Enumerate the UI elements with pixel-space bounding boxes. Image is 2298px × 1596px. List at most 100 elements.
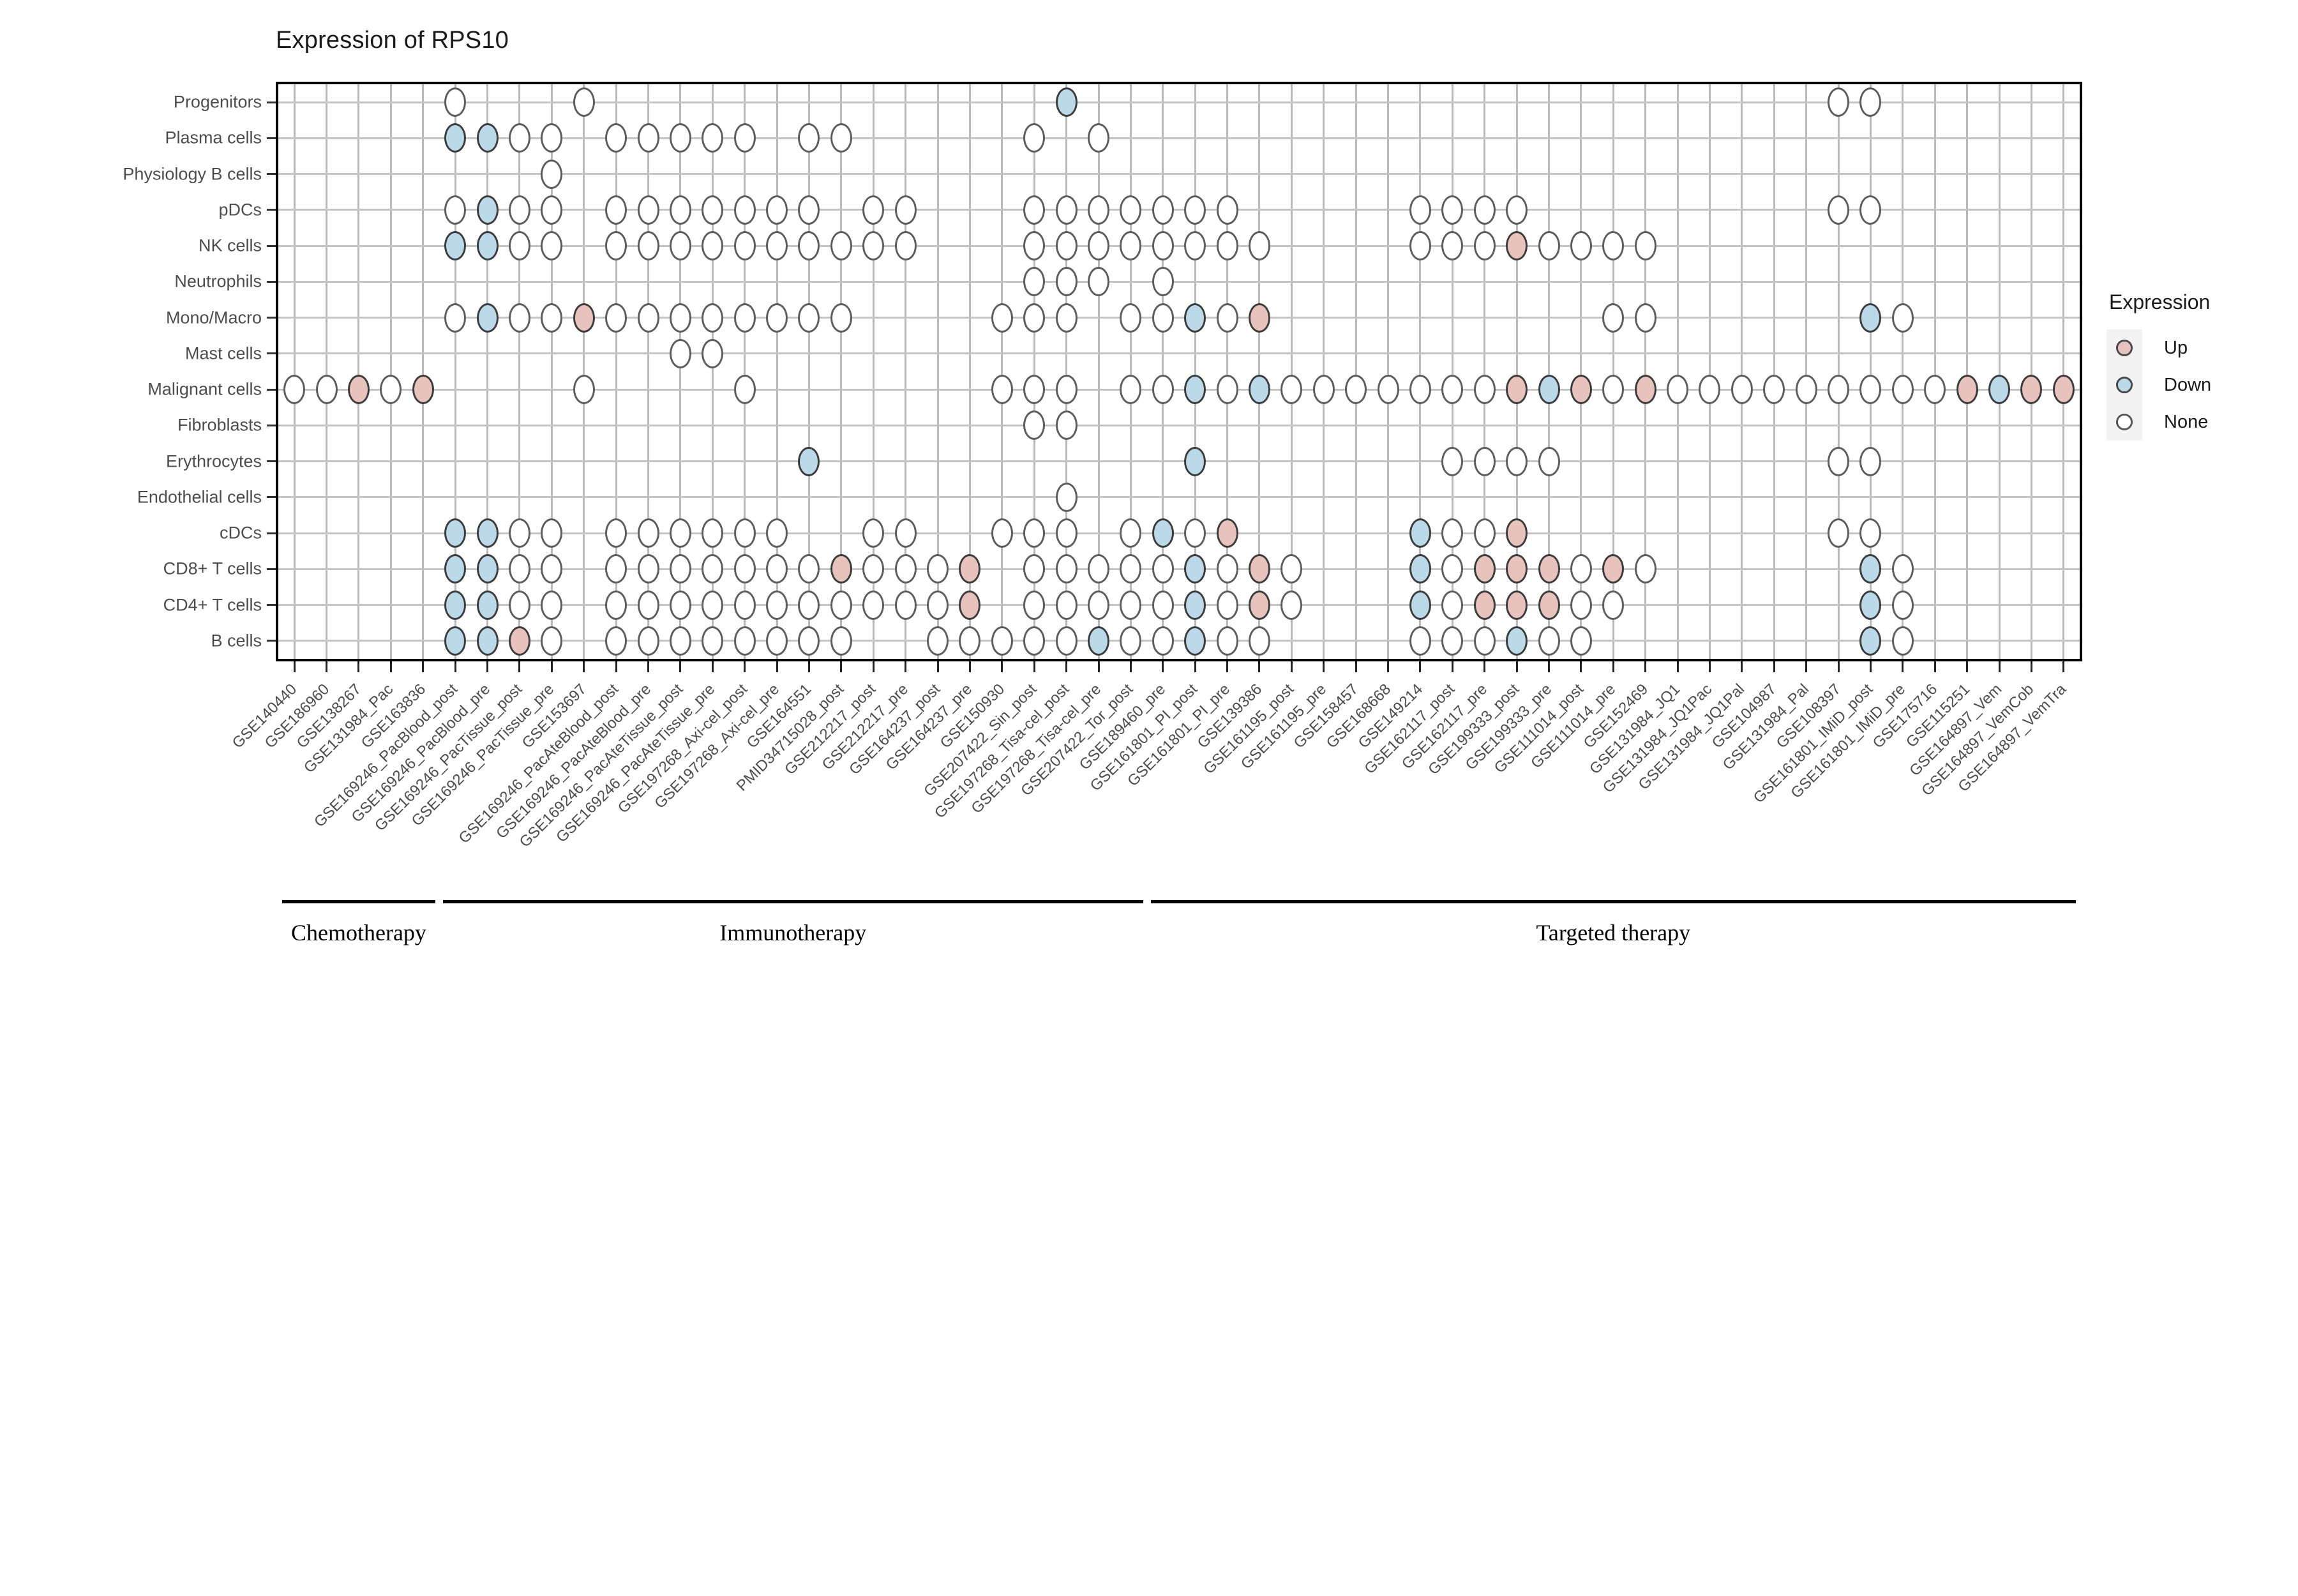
expression-dot[interactable] xyxy=(1956,375,1978,405)
expression-dot[interactable] xyxy=(1248,375,1270,405)
expression-dot[interactable] xyxy=(444,590,467,620)
expression-dot[interactable] xyxy=(702,554,724,584)
expression-dot[interactable] xyxy=(894,590,917,620)
expression-dot[interactable] xyxy=(637,590,659,620)
expression-dot[interactable] xyxy=(508,195,530,225)
expression-dot[interactable] xyxy=(766,303,788,333)
expression-dot[interactable] xyxy=(1120,195,1142,225)
expression-dot[interactable] xyxy=(1184,303,1206,333)
expression-dot[interactable] xyxy=(1055,375,1078,405)
expression-dot[interactable] xyxy=(541,159,563,189)
expression-dot[interactable] xyxy=(605,123,627,153)
expression-dot[interactable] xyxy=(1506,231,1528,261)
expression-dot[interactable] xyxy=(1763,375,1785,405)
expression-dot[interactable] xyxy=(894,554,917,584)
expression-dot[interactable] xyxy=(1152,375,1174,405)
expression-dot[interactable] xyxy=(573,303,595,333)
expression-dot[interactable] xyxy=(637,626,659,656)
expression-dot[interactable] xyxy=(1184,554,1206,584)
expression-dot[interactable] xyxy=(862,554,885,584)
expression-dot[interactable] xyxy=(1184,446,1206,476)
expression-dot[interactable] xyxy=(541,626,563,656)
expression-dot[interactable] xyxy=(605,195,627,225)
expression-dot[interactable] xyxy=(283,375,306,405)
expression-dot[interactable] xyxy=(444,231,467,261)
expression-dot[interactable] xyxy=(1988,375,2011,405)
expression-dot[interactable] xyxy=(1120,626,1142,656)
expression-dot[interactable] xyxy=(1859,590,1882,620)
expression-dot[interactable] xyxy=(1441,231,1464,261)
legend-entry[interactable]: None xyxy=(2106,403,2292,440)
expression-dot[interactable] xyxy=(380,375,402,405)
expression-dot[interactable] xyxy=(1152,303,1174,333)
expression-dot[interactable] xyxy=(444,303,467,333)
expression-dot[interactable] xyxy=(637,303,659,333)
expression-dot[interactable] xyxy=(669,123,691,153)
expression-dot[interactable] xyxy=(1248,231,1270,261)
expression-dot[interactable] xyxy=(733,375,756,405)
expression-dot[interactable] xyxy=(1280,554,1303,584)
expression-dot[interactable] xyxy=(702,338,724,368)
expression-dot[interactable] xyxy=(669,195,691,225)
expression-dot[interactable] xyxy=(1602,231,1625,261)
expression-dot[interactable] xyxy=(1184,626,1206,656)
expression-dot[interactable] xyxy=(1538,626,1560,656)
expression-dot[interactable] xyxy=(1120,375,1142,405)
expression-dot[interactable] xyxy=(702,518,724,548)
expression-dot[interactable] xyxy=(733,231,756,261)
expression-dot[interactable] xyxy=(1859,87,1882,117)
expression-dot[interactable] xyxy=(476,303,499,333)
expression-dot[interactable] xyxy=(733,626,756,656)
expression-dot[interactable] xyxy=(798,123,820,153)
expression-dot[interactable] xyxy=(1055,482,1078,512)
expression-dot[interactable] xyxy=(1891,303,1914,333)
expression-dot[interactable] xyxy=(508,123,530,153)
expression-dot[interactable] xyxy=(1248,303,1270,333)
expression-dot[interactable] xyxy=(1570,626,1592,656)
expression-dot[interactable] xyxy=(1602,303,1625,333)
expression-dot[interactable] xyxy=(1152,231,1174,261)
expression-dot[interactable] xyxy=(862,231,885,261)
expression-dot[interactable] xyxy=(1473,231,1496,261)
expression-dot[interactable] xyxy=(862,518,885,548)
expression-dot[interactable] xyxy=(1859,446,1882,476)
expression-dot[interactable] xyxy=(1120,590,1142,620)
expression-dot[interactable] xyxy=(1859,303,1882,333)
expression-dot[interactable] xyxy=(1441,626,1464,656)
expression-dot[interactable] xyxy=(1441,554,1464,584)
expression-dot[interactable] xyxy=(1023,267,1046,297)
expression-dot[interactable] xyxy=(637,231,659,261)
expression-dot[interactable] xyxy=(605,303,627,333)
expression-dot[interactable] xyxy=(1120,554,1142,584)
expression-dot[interactable] xyxy=(476,518,499,548)
expression-dot[interactable] xyxy=(702,231,724,261)
expression-dot[interactable] xyxy=(766,231,788,261)
expression-dot[interactable] xyxy=(1409,518,1431,548)
expression-dot[interactable] xyxy=(1184,375,1206,405)
expression-dot[interactable] xyxy=(733,123,756,153)
expression-dot[interactable] xyxy=(444,554,467,584)
expression-dot[interactable] xyxy=(1280,375,1303,405)
expression-dot[interactable] xyxy=(541,195,563,225)
expression-dot[interactable] xyxy=(766,590,788,620)
expression-dot[interactable] xyxy=(927,554,949,584)
expression-dot[interactable] xyxy=(669,303,691,333)
expression-dot[interactable] xyxy=(1120,518,1142,548)
expression-dot[interactable] xyxy=(444,518,467,548)
expression-dot[interactable] xyxy=(1055,87,1078,117)
expression-dot[interactable] xyxy=(1120,231,1142,261)
expression-dot[interactable] xyxy=(798,590,820,620)
expression-dot[interactable] xyxy=(1634,231,1656,261)
expression-dot[interactable] xyxy=(927,590,949,620)
expression-dot[interactable] xyxy=(1088,267,1110,297)
expression-dot[interactable] xyxy=(605,626,627,656)
expression-dot[interactable] xyxy=(798,231,820,261)
expression-dot[interactable] xyxy=(1152,195,1174,225)
expression-dot[interactable] xyxy=(830,626,852,656)
expression-dot[interactable] xyxy=(830,231,852,261)
expression-dot[interactable] xyxy=(1216,518,1238,548)
expression-dot[interactable] xyxy=(1023,375,1046,405)
expression-dot[interactable] xyxy=(1828,375,1850,405)
expression-dot[interactable] xyxy=(1409,590,1431,620)
expression-dot[interactable] xyxy=(702,590,724,620)
